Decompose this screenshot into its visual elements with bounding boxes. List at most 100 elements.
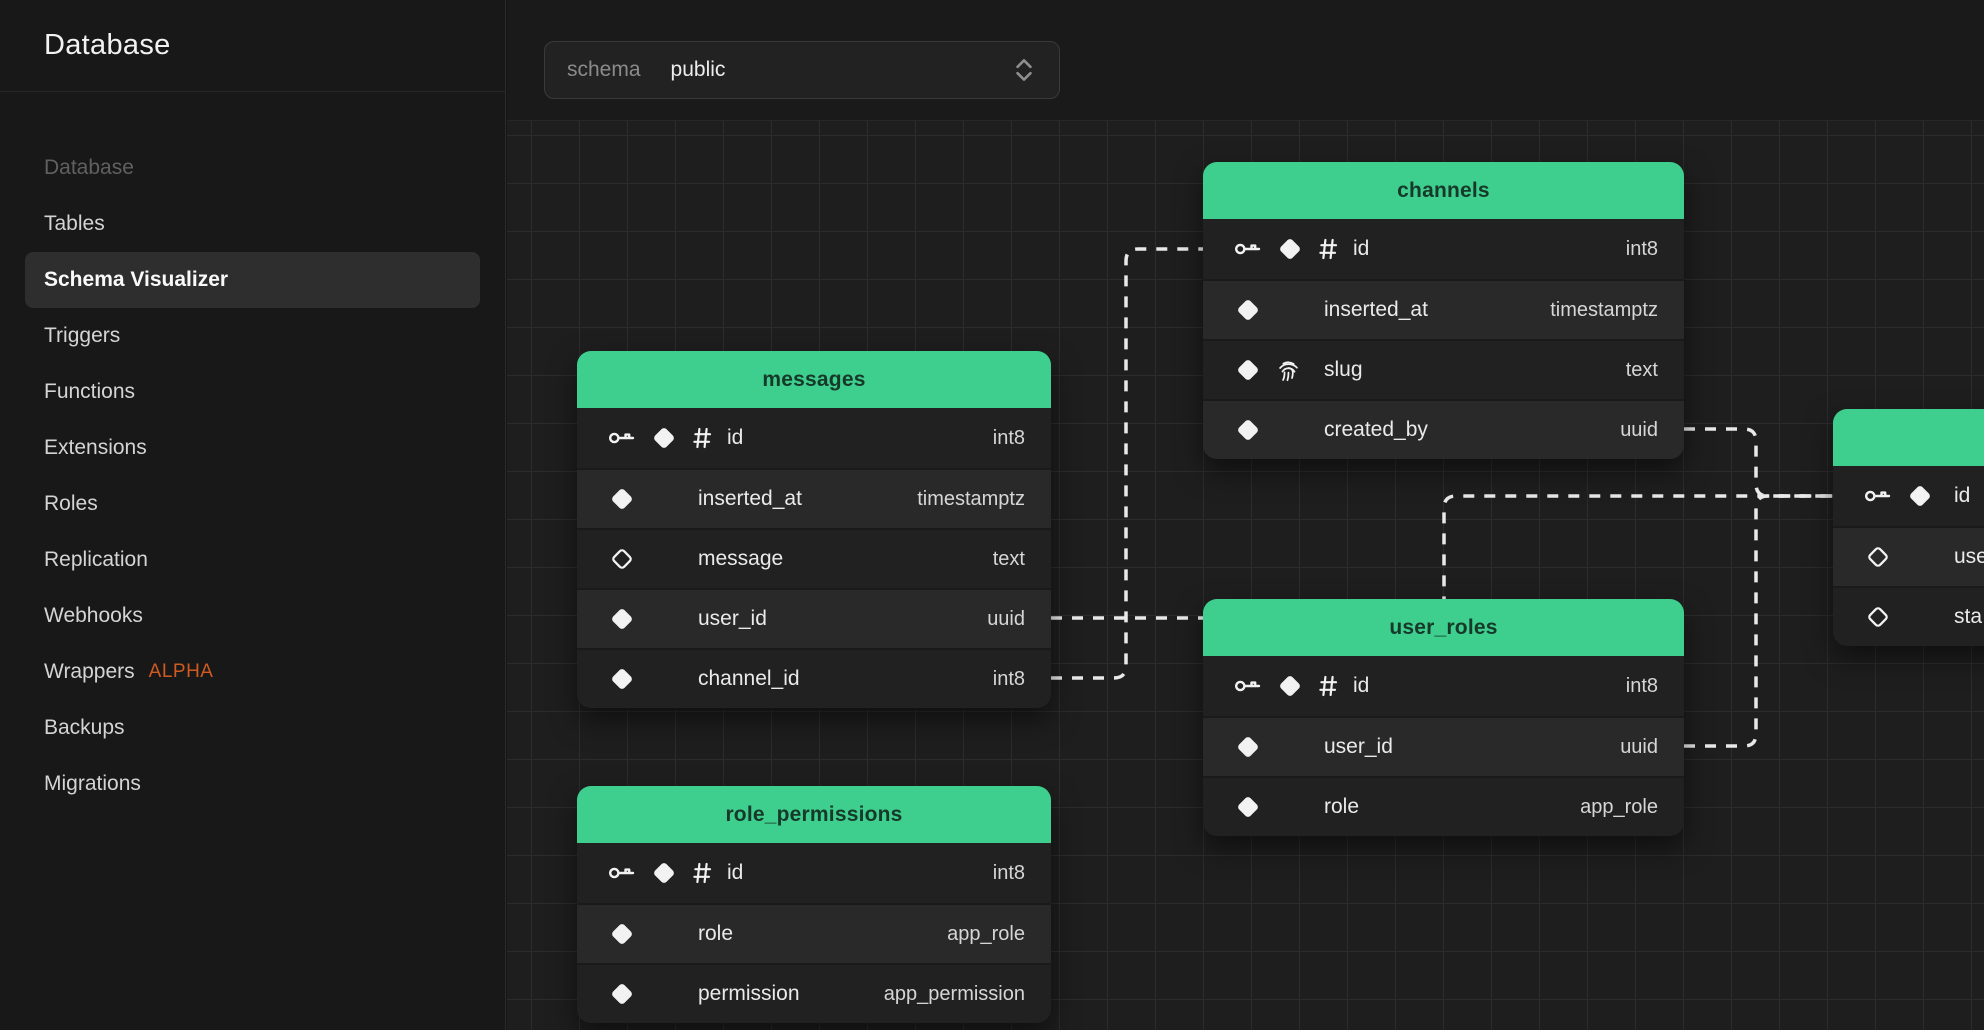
- column-row-permission: permission app_permission: [577, 963, 1051, 1023]
- column-icons: [607, 484, 698, 514]
- sidebar-item-tables[interactable]: Tables: [0, 196, 505, 252]
- column-icons: [607, 423, 713, 453]
- table-node-header: role_permissions: [577, 786, 1051, 843]
- table-node-header: messages: [577, 351, 1051, 408]
- column-icons: [1863, 542, 1954, 572]
- not-null-diamond-icon: [649, 858, 679, 888]
- primary-key-icon: [607, 858, 637, 888]
- column-icons: [1863, 602, 1954, 632]
- column-name: created_by: [1324, 418, 1428, 441]
- column-icons: [1863, 481, 1954, 511]
- sidebar-item-migrations[interactable]: Migrations: [0, 756, 505, 812]
- sidebar-item-triggers[interactable]: Triggers: [0, 308, 505, 364]
- column-name: id: [1954, 484, 1971, 507]
- table-node-header: [1833, 409, 1984, 466]
- table-node-header: user_roles: [1203, 599, 1684, 656]
- nullable-diamond-icon: [1863, 602, 1893, 632]
- column-icons: [1233, 415, 1324, 445]
- column-name: user_id: [1324, 735, 1393, 758]
- sidebar-item-label: Extensions: [44, 436, 147, 459]
- column-type: timestamptz: [1550, 298, 1658, 321]
- column-icons: [1233, 671, 1339, 701]
- sidebar-header: Database: [0, 0, 505, 92]
- sidebar-item-label: Migrations: [44, 772, 141, 795]
- not-null-diamond-icon: [1275, 234, 1305, 264]
- column-type: int8: [992, 426, 1025, 449]
- column-icons: [1233, 234, 1339, 264]
- column-icons: [607, 979, 698, 1009]
- relationship-edge-user_roles.user_id-to-right-table.id: [1684, 494, 1833, 748]
- column-row-id: id int8: [577, 408, 1051, 468]
- identity-hash-icon: [1317, 672, 1339, 700]
- column-name: inserted_at: [698, 487, 802, 510]
- schema-select[interactable]: schema public: [544, 41, 1060, 99]
- column-name: id: [727, 861, 744, 884]
- column-type: app_permission: [883, 982, 1025, 1005]
- sidebar-item-replication[interactable]: Replication: [0, 532, 505, 588]
- column-icons: [607, 544, 698, 574]
- sidebar-item-label: Schema Visualizer: [44, 268, 229, 291]
- sidebar-item-label: Wrappers: [44, 660, 135, 683]
- column-icons: [1233, 792, 1324, 822]
- column-type: app_role: [1580, 795, 1658, 818]
- column-type: app_role: [947, 922, 1025, 945]
- sidebar-item-label: Backups: [44, 716, 125, 739]
- sidebar-item-label: Tables: [44, 212, 105, 235]
- sidebar-item-label: Roles: [44, 492, 98, 515]
- table-title: role_permissions: [725, 802, 903, 826]
- sidebar-item-label: Triggers: [44, 324, 121, 347]
- column-type: uuid: [1620, 735, 1658, 758]
- column-type: int8: [1625, 674, 1658, 697]
- not-null-diamond-icon: [1905, 481, 1935, 511]
- column-name: channel_id: [698, 667, 800, 690]
- column-name: inserted_at: [1324, 298, 1428, 321]
- not-null-diamond-icon: [1233, 295, 1263, 325]
- column-icons: [1233, 355, 1324, 385]
- sidebar-item-functions[interactable]: Functions: [0, 364, 505, 420]
- column-name: permission: [698, 982, 800, 1005]
- column-row-id: id: [1833, 466, 1984, 526]
- column-row-inserted-at: inserted_at timestamptz: [1203, 279, 1684, 339]
- nullable-diamond-icon: [1863, 542, 1893, 572]
- sidebar-item-label: Replication: [44, 548, 148, 571]
- column-type: text: [992, 547, 1025, 570]
- sidebar-item-webhooks[interactable]: Webhooks: [0, 588, 505, 644]
- column-name: user_id: [698, 607, 767, 630]
- column-name: id: [1353, 674, 1370, 697]
- column-row-sta: sta: [1833, 586, 1984, 646]
- not-null-diamond-icon: [1233, 415, 1263, 445]
- identity-hash-icon: [691, 859, 713, 887]
- sidebar-item-label: Functions: [44, 380, 136, 403]
- sidebar-item-extensions[interactable]: Extensions: [0, 420, 505, 476]
- column-name: id: [727, 426, 744, 449]
- primary-key-icon: [607, 423, 637, 453]
- schema-select-label: schema: [567, 58, 641, 81]
- not-null-diamond-icon: [607, 664, 637, 694]
- relationship-edge-channels.created_by-to-right-table.id: [1684, 427, 1833, 498]
- not-null-diamond-icon: [1233, 732, 1263, 762]
- sidebar-item-backups[interactable]: Backups: [0, 700, 505, 756]
- column-icons: [607, 858, 713, 888]
- page-title: Database: [44, 29, 171, 61]
- column-type: int8: [1625, 237, 1658, 260]
- sidebar-item-schema-visualizer[interactable]: Schema Visualizer: [25, 252, 480, 308]
- sidebar-item-roles[interactable]: Roles: [0, 476, 505, 532]
- nullable-diamond-icon: [607, 544, 637, 574]
